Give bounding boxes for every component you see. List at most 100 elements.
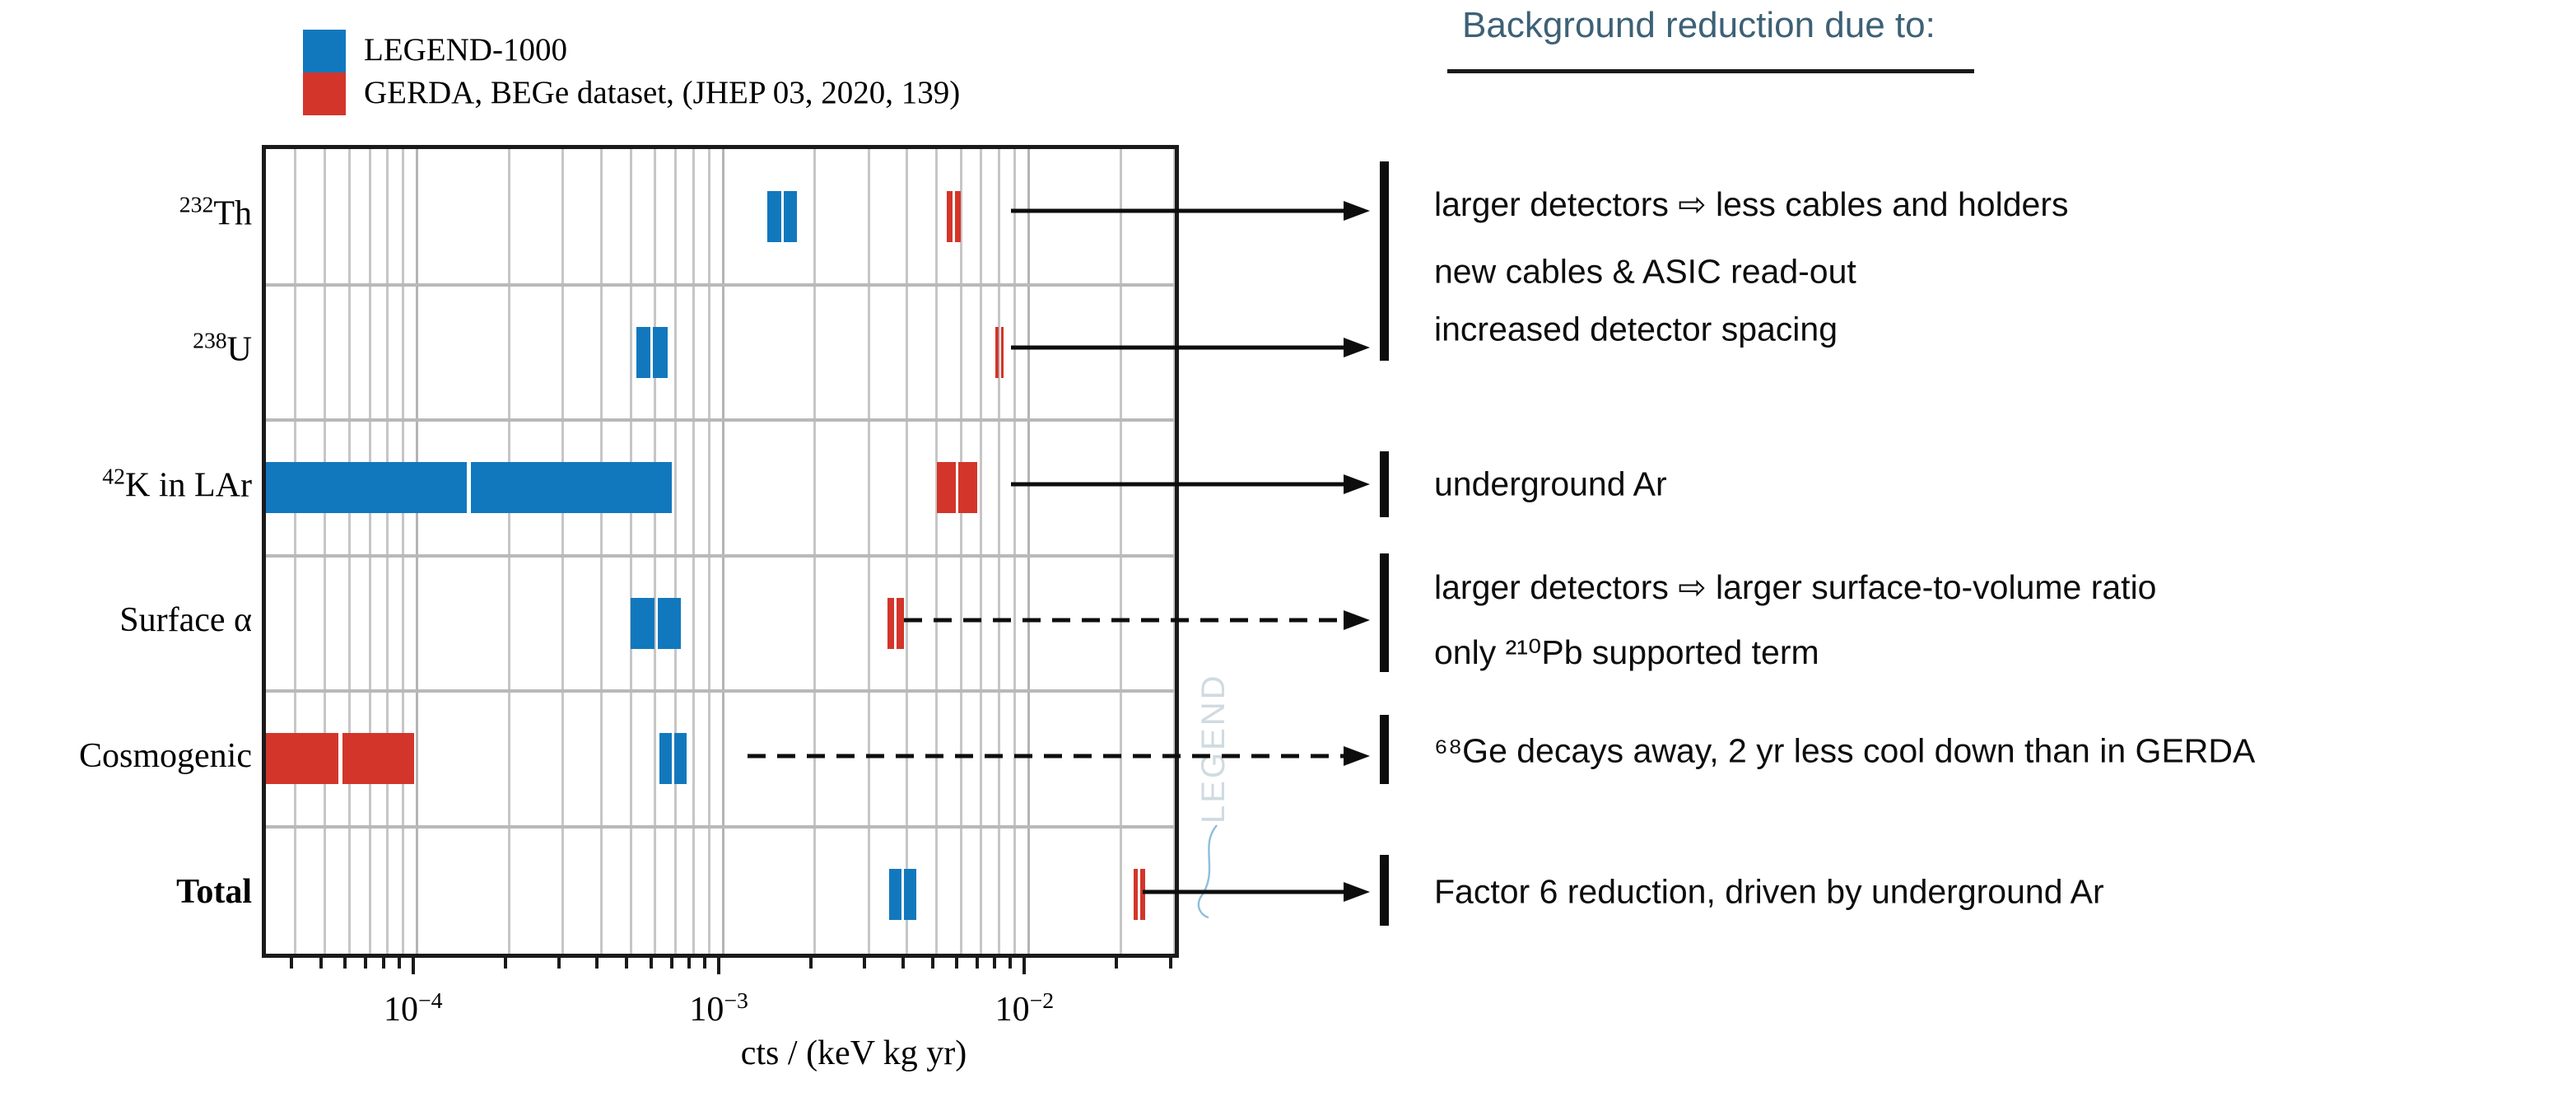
gridline-minor	[654, 149, 657, 954]
x-tick-label: 10−4	[384, 987, 443, 1029]
gridline-minor	[867, 149, 870, 954]
x-axis-tick	[863, 958, 867, 969]
gridline-minor	[674, 149, 678, 954]
gridline-minor	[629, 149, 632, 954]
x-axis-tick	[411, 958, 415, 974]
annotation-line: ⁶⁸Ge decays away, 2 yr less cool down th…	[1434, 731, 2256, 770]
x-axis-title: cts / (keV kg yr)	[740, 1034, 967, 1072]
gridline-major	[1027, 149, 1030, 954]
x-axis-tick	[1168, 958, 1172, 969]
x-axis-tick	[595, 958, 599, 969]
row-separator	[266, 418, 1175, 422]
legend-swatch-gerda	[303, 72, 346, 115]
x-axis-tick	[1115, 958, 1119, 969]
legend-item: GERDA, BEGe dataset, (JHEP 03, 2020, 139…	[303, 72, 1209, 115]
gridline-minor	[386, 149, 389, 954]
bar-gerda	[266, 733, 338, 785]
gridline-minor	[1173, 149, 1175, 954]
gridline-minor	[997, 149, 1000, 954]
row-separator	[266, 824, 1175, 829]
gridline-minor	[347, 149, 351, 954]
x-axis-tick	[343, 958, 347, 969]
x-axis-tick	[381, 958, 385, 969]
x-axis-tick	[703, 958, 707, 969]
annotation-group-bar	[1380, 161, 1389, 361]
x-axis-tick	[625, 958, 629, 969]
x-axis-tick	[808, 958, 813, 969]
x-axis-tick	[557, 958, 561, 969]
gridline-minor	[402, 149, 405, 954]
annotation-group-bar	[1380, 553, 1389, 672]
y-label-cosmogenic: Cosmogenic	[79, 737, 252, 775]
bar-legend1000	[266, 462, 467, 514]
bar-legend1000	[636, 326, 651, 378]
gridline-minor	[324, 149, 327, 954]
annotation-group-bar	[1380, 715, 1389, 784]
plot-inner	[266, 149, 1175, 954]
annotation-group-bar	[1380, 855, 1389, 926]
gridline-minor	[935, 149, 939, 954]
x-axis-tick	[687, 958, 692, 969]
annotation-line: larger detectors ⇨ larger surface-to-vol…	[1434, 568, 2157, 606]
x-axis-tick	[993, 958, 997, 969]
bar-legend1000	[889, 868, 902, 920]
gridline-minor	[1119, 149, 1122, 954]
annotation-line: new cables & ASIC read-out	[1434, 252, 1856, 291]
bar-gerda	[342, 733, 415, 785]
gridline-minor	[368, 149, 371, 954]
gridline-minor	[1013, 149, 1016, 954]
gridline-minor	[692, 149, 695, 954]
x-axis-tick	[975, 958, 979, 969]
bar-legend1000	[783, 191, 798, 243]
annotations-title: Background reduction due to:	[1462, 5, 1935, 45]
x-axis-tick	[289, 958, 293, 969]
annotation-line: underground Ar	[1434, 464, 1667, 503]
bar-legend1000	[904, 868, 917, 920]
y-label-total: Total	[176, 873, 252, 911]
gridline-major	[721, 149, 724, 954]
x-axis-tick	[717, 958, 721, 974]
x-axis-tick	[319, 958, 323, 969]
x-axis-tick	[1022, 958, 1027, 974]
bar-legend1000	[470, 462, 672, 514]
annotation-group-bar	[1380, 451, 1389, 517]
row-separator	[266, 282, 1175, 287]
x-axis-tick	[1009, 958, 1013, 969]
x-axis-tick	[503, 958, 507, 969]
annotation-line: Factor 6 reduction, driven by undergroun…	[1434, 872, 2104, 911]
legend-watermark: LEGEND	[1195, 673, 1232, 824]
annotations-title-underline	[1447, 69, 1974, 73]
bar-gerda	[1133, 868, 1139, 920]
chart-legend: LEGEND-1000 GERDA, BEGe dataset, (JHEP 0…	[303, 30, 1209, 115]
bar-gerda	[947, 191, 953, 243]
gridline-minor	[707, 149, 710, 954]
x-axis-tick	[397, 958, 401, 969]
bar-gerda	[887, 597, 895, 649]
bar-legend1000	[659, 733, 672, 785]
x-axis-tick	[649, 958, 653, 969]
gridline-minor	[294, 149, 297, 954]
y-label-k42-lar: 42K in LAr	[102, 463, 252, 505]
bar-gerda	[957, 462, 978, 514]
bar-gerda	[897, 597, 904, 649]
gridline-minor	[813, 149, 817, 954]
x-tick-label: 10−3	[689, 987, 748, 1029]
legend-label-gerda: GERDA, BEGe dataset, (JHEP 03, 2020, 139…	[364, 75, 961, 110]
y-axis-category-labels: 232Th 238U 42K in LAr Surface α Cosmogen…	[0, 0, 252, 1097]
bar-legend1000	[631, 597, 654, 649]
x-axis-tick	[930, 958, 934, 969]
gridline-minor	[959, 149, 962, 954]
plot-area	[262, 145, 1179, 958]
annotation-line: only ²¹⁰Pb supported term	[1434, 633, 1819, 671]
annotation-line: larger detectors ⇨ less cables and holde…	[1434, 185, 2069, 223]
bar-gerda	[1140, 868, 1145, 920]
gridline-minor	[599, 149, 603, 954]
x-axis-tick	[901, 958, 905, 969]
row-separator	[266, 553, 1175, 558]
x-tick-label: 10−2	[995, 987, 1055, 1029]
x-axis: 10−4 10−3 10−2	[262, 958, 1179, 1029]
legend-label-legend1000: LEGEND-1000	[364, 32, 567, 68]
y-label-th232: 232Th	[179, 191, 252, 233]
x-axis-tick	[955, 958, 959, 969]
gridline-minor	[561, 149, 565, 954]
